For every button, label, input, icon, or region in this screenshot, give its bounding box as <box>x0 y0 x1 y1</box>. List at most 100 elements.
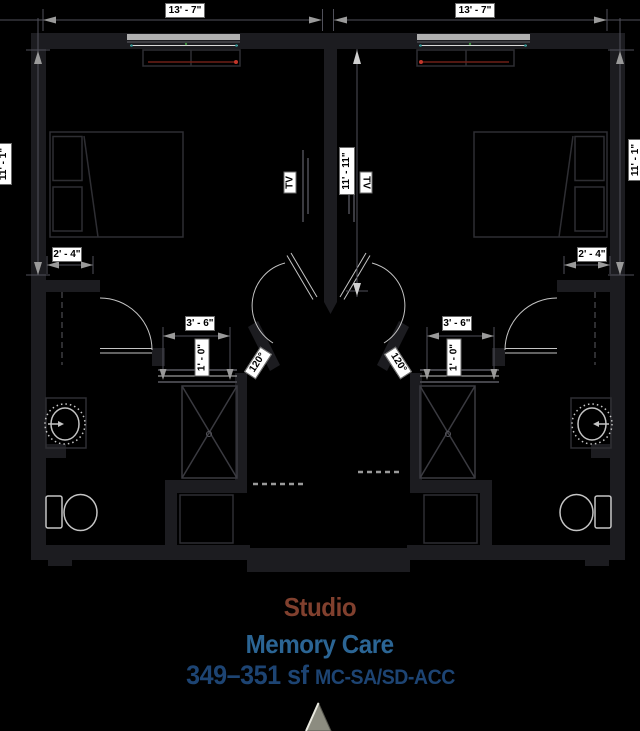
shower-right <box>419 385 476 479</box>
dim-arrow <box>353 283 361 296</box>
dim-label-width-left: 13' - 7" <box>165 3 205 18</box>
blanket-fold <box>83 135 99 238</box>
wall-top <box>31 33 625 49</box>
area-label: 349–351 sf MC-SA/SD-ACC <box>0 660 640 691</box>
shower-drain-right <box>445 431 451 437</box>
window-marker <box>184 42 188 46</box>
wall-angled-left <box>248 321 280 371</box>
entry-door-leaf-left <box>290 252 318 298</box>
wall-bath-right <box>557 280 610 292</box>
wall-left <box>31 49 46 560</box>
pillow <box>52 186 83 232</box>
sink-rim-left <box>44 403 86 445</box>
shower-drain-left <box>206 431 212 437</box>
blanket-fold <box>558 135 574 238</box>
accent-dot-right <box>419 60 423 64</box>
dashed-marks <box>253 470 402 486</box>
bed-left <box>49 131 184 238</box>
closet-left <box>179 494 234 544</box>
window-marker <box>235 44 238 47</box>
program-text: Memory Care <box>245 629 395 659</box>
window-right <box>417 34 530 47</box>
wall-jamb-left <box>152 348 165 366</box>
north-arrow-highlight <box>305 702 320 731</box>
dim-label-height-right: 11' - 1" <box>628 139 640 181</box>
bed-right <box>473 131 608 238</box>
sink-faucet-tip-left <box>58 421 64 427</box>
wall-center-demising <box>324 49 337 302</box>
dim-arrow <box>43 16 56 24</box>
unit-type-text: Studio <box>283 592 357 622</box>
dim-label-shower-right: 3' - 6" <box>442 316 472 331</box>
wall-bottom-right <box>407 545 625 560</box>
wall-vestibule-bottom <box>247 548 410 572</box>
sink-rim-right <box>571 403 613 445</box>
wall-vanity-left <box>46 444 66 458</box>
dim-arrow <box>47 261 59 269</box>
center-dim-arrows <box>353 50 361 296</box>
bath-door-swing-right <box>504 297 558 351</box>
wall-center-tip <box>324 302 337 314</box>
unit-type-label: Studio <box>0 592 640 623</box>
pillow <box>574 186 605 232</box>
entry-door-leaf-right <box>339 252 367 298</box>
window-glass <box>127 34 240 40</box>
dim-arrow <box>334 16 347 24</box>
toilet-tank-right <box>594 495 612 529</box>
dim-arrow <box>81 261 93 269</box>
dim-label-height-center: 11' - 11" <box>339 147 355 195</box>
wall-bottom-left <box>31 545 250 560</box>
dim-label-vanity-right: 2' - 4" <box>577 247 607 262</box>
dim-label-height-left: 11' - 1" <box>0 143 12 185</box>
pillow <box>574 135 605 182</box>
wall-corridor-right <box>410 373 422 493</box>
wall-angled-right <box>377 321 409 371</box>
dim-arrow <box>490 369 498 380</box>
area-range: 349–351 sf <box>185 660 309 690</box>
doors <box>99 252 558 354</box>
dim-label-vanity-left: 2' - 4" <box>52 247 82 262</box>
dim-arrow <box>482 332 494 340</box>
dim-arrow <box>598 261 610 269</box>
dim-arrow <box>159 369 167 380</box>
north-arrow-icon <box>305 701 332 731</box>
pillow <box>52 135 83 182</box>
toilet-bowl-left <box>63 493 98 532</box>
dim-arrow <box>616 262 624 275</box>
dim-arrow <box>353 50 361 64</box>
dim-label-jamb-right: 1' - 0" <box>446 338 462 377</box>
furniture <box>49 49 608 544</box>
tv-label-left: TV <box>283 171 297 194</box>
toilet-bowl-right <box>559 493 594 532</box>
toilet-tank-left <box>45 495 63 529</box>
dim-arrow <box>34 51 42 64</box>
window-marker <box>524 44 527 47</box>
dim-arrow <box>34 262 42 275</box>
wall-vanity-right <box>591 444 611 458</box>
wall-corridor-left <box>235 373 247 493</box>
showers <box>181 385 476 479</box>
sink-faucet-tip-right <box>593 421 599 427</box>
window-marker <box>468 42 472 46</box>
wall-jamb-right <box>492 348 505 366</box>
dimension-arrows <box>34 16 624 380</box>
wall-stub-left <box>48 560 72 566</box>
dim-arrow <box>163 332 175 340</box>
dim-arrow <box>427 332 439 340</box>
program-label: Memory Care <box>0 629 640 660</box>
wall-closet-top-right <box>410 480 492 493</box>
wall-stub-right <box>585 560 609 566</box>
dim-label-jamb-left: 1' - 0" <box>194 338 210 377</box>
dim-label-shower-left: 3' - 6" <box>185 316 215 331</box>
plumbing <box>44 397 613 532</box>
closet-right <box>423 494 478 544</box>
window-left <box>127 34 240 47</box>
window-marker <box>419 44 422 47</box>
dim-arrow <box>616 51 624 64</box>
wall-closet-side-left <box>165 480 177 545</box>
dim-arrow <box>309 16 322 24</box>
dim-arrow <box>423 369 431 380</box>
unit-code: MC-SA/SD-ACC <box>314 666 455 689</box>
